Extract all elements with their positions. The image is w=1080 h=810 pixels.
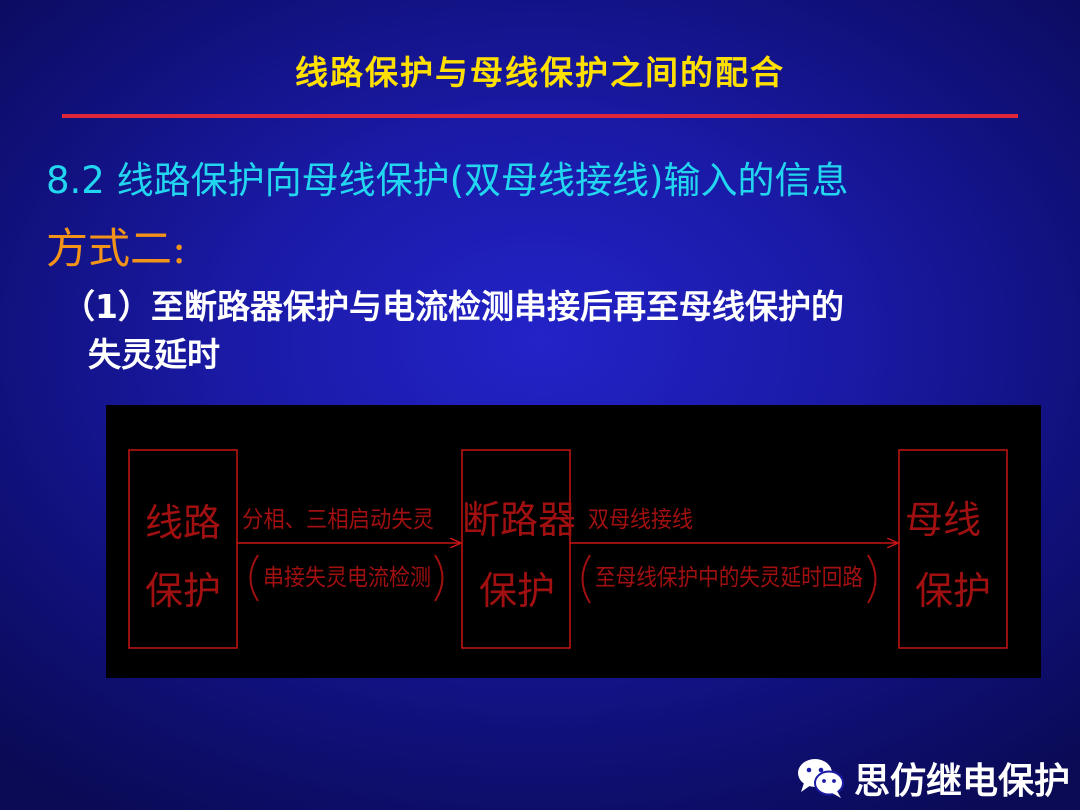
signal-flow-diagram: 线路 保护 断路器 保护 母线 保护 分相、三相启动失灵 串接失灵电流检测 双母… <box>106 405 1041 678</box>
method-label: 方式二: <box>46 224 187 273</box>
arrow2-bottom-label: 至母线保护中的失灵延时回路 <box>595 565 863 591</box>
bus-protection-box: 母线 保护 <box>898 449 1008 649</box>
bus-protection-label-1: 母线 <box>905 498 981 542</box>
bus-protection-label-2: 保护 <box>915 569 991 613</box>
line-protection-label-2: 保护 <box>145 569 221 613</box>
watermark-text: 思仿继电保护 <box>853 761 1070 802</box>
arrow2-top-label: 双母线接线 <box>588 507 693 533</box>
arrow1-left-paren <box>249 554 259 602</box>
arrow1-bottom-label: 串接失灵电流检测 <box>263 565 431 591</box>
item-line-2: 失灵延时 <box>88 335 220 374</box>
arrow2-left-paren <box>581 554 591 604</box>
breaker-protection-label-2: 保护 <box>479 569 555 613</box>
breaker-protection-box: 断路器 保护 <box>461 449 576 649</box>
slide-title: 线路保护与母线保护之间的配合 <box>295 53 785 92</box>
item-text: （1）至断路器保护与电流检测串接后再至母线保护的 失灵延时 <box>62 283 1052 379</box>
line-protection-box: 线路 保护 <box>128 449 238 649</box>
line-protection-label-1: 线路 <box>145 501 221 545</box>
section-heading: 8.2 线路保护向母线保护(双母线接线)输入的信息 <box>46 159 849 202</box>
breaker-protection-label-1: 断路器 <box>462 498 576 542</box>
watermark: 思仿继电保护 <box>796 752 1070 804</box>
arrow1-top-label: 分相、三相启动失灵 <box>242 507 434 533</box>
item-line-1: （1）至断路器保护与电流检测串接后再至母线保护的 <box>62 287 844 326</box>
wechat-icon <box>796 757 846 799</box>
arrow2-right-paren <box>867 554 877 604</box>
arrow1-right-paren <box>434 554 444 602</box>
title-divider <box>62 114 1018 118</box>
